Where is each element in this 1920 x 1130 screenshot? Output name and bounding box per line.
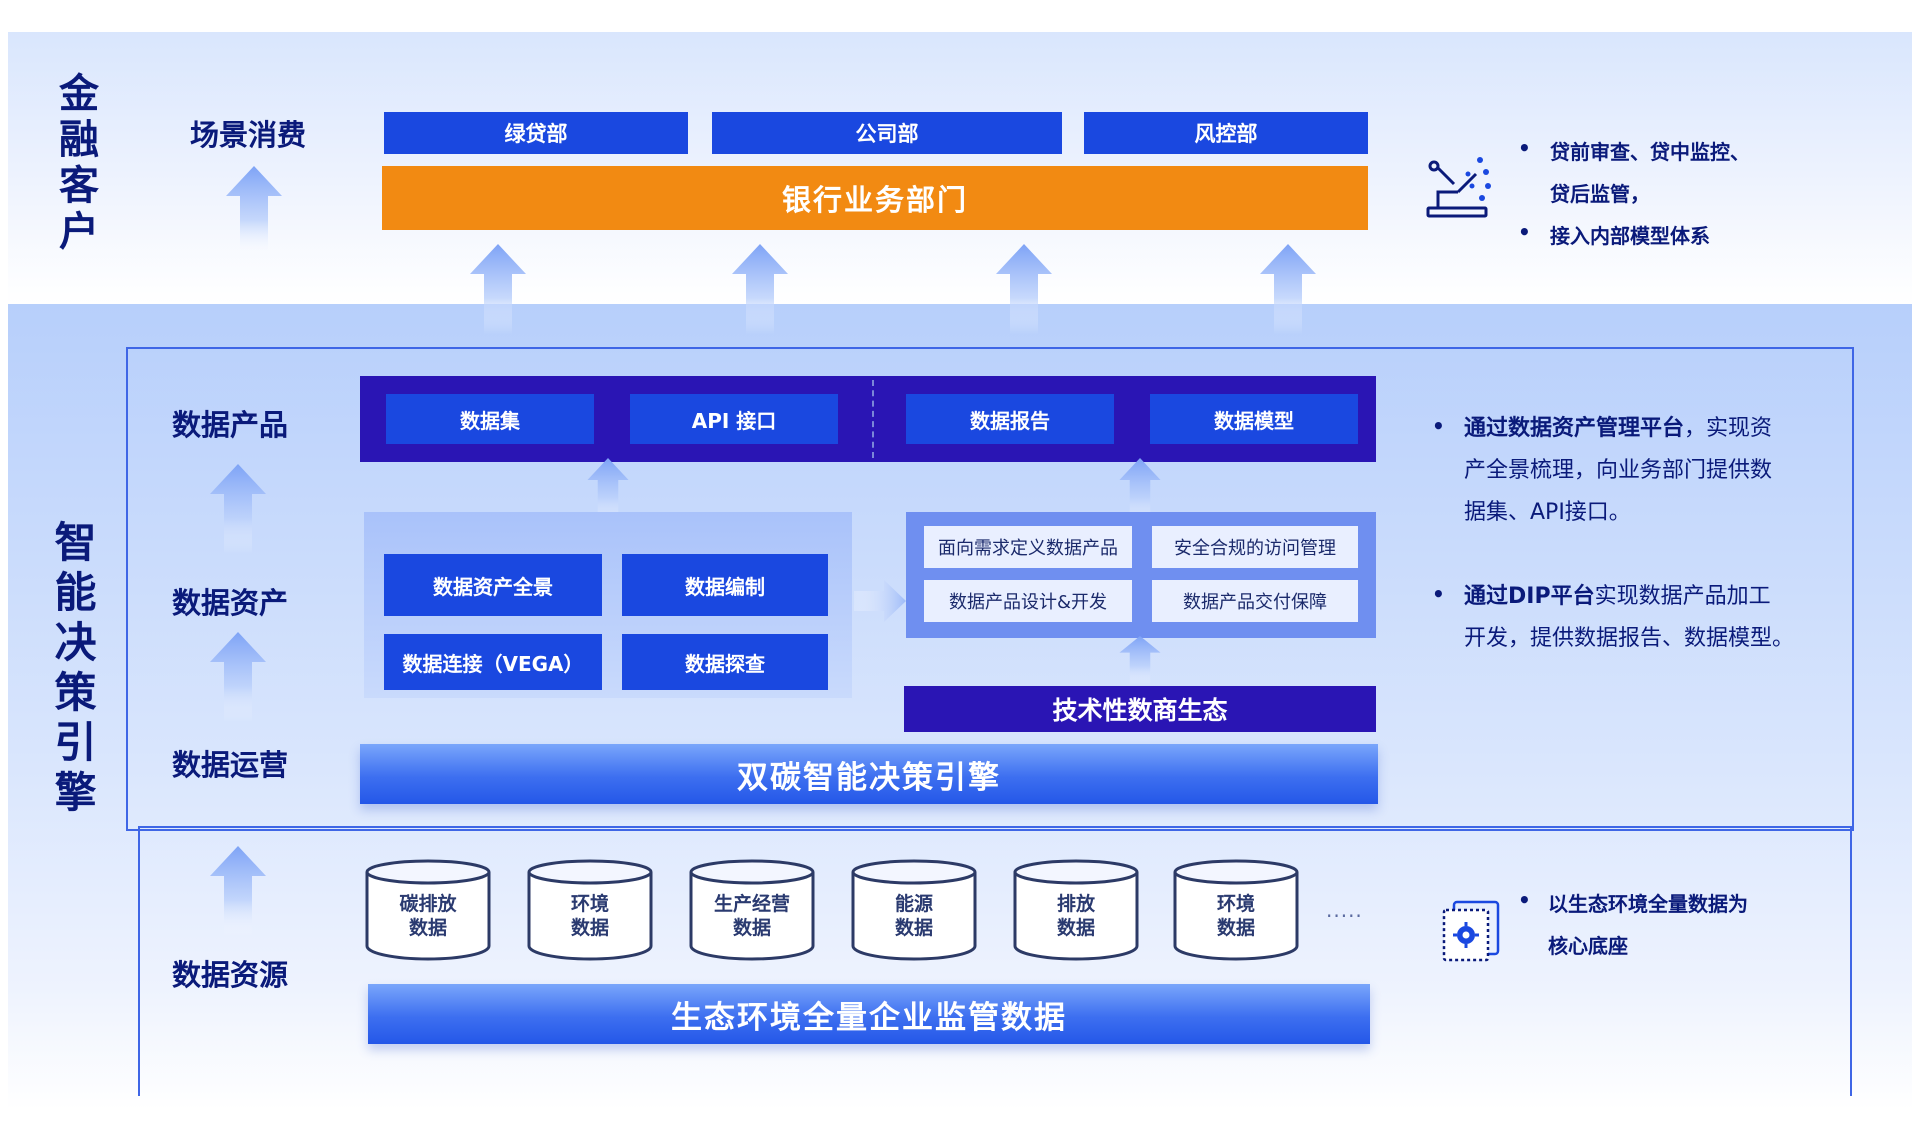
asset-design-dev[interactable]: 数据产品设计&开发: [924, 580, 1132, 622]
engine-frame: [126, 347, 1854, 831]
data-source-cylinder[interactable]: 生产经营数据: [688, 858, 816, 964]
right-arrow-icon: [854, 580, 906, 622]
data-source-cylinder[interactable]: 碳排放数据: [364, 858, 492, 964]
source-note-line-1: 以生态环境全量数据为: [1548, 892, 1748, 916]
up-arrow-icon: [994, 244, 1054, 334]
data-settings-icon: [1442, 900, 1500, 962]
layer-label-scene: 场景消费: [190, 118, 307, 152]
data-source-label: 环境数据: [1216, 893, 1255, 939]
sources-more-ellipsis: ·····: [1326, 904, 1363, 928]
source-frame: [138, 826, 1852, 1096]
top-note-line-1: 贷前审查、贷中监控、: [1550, 140, 1750, 164]
asset-connect-vega[interactable]: 数据连接（VEGA）: [384, 634, 602, 690]
product-api[interactable]: API 接口: [630, 394, 838, 444]
data-source-label: 环境数据: [570, 893, 609, 939]
layer-label-asset: 数据资产: [172, 586, 289, 620]
source-bar: 生态环境全量企业监管数据: [368, 984, 1370, 1044]
source-note-line-2: 核心底座: [1548, 934, 1628, 958]
product-report[interactable]: 数据报告: [906, 394, 1114, 444]
engine-note-2: 通过DIP平台实现数据产品加工 开发，提供数据报告、数据模型。: [1464, 584, 1795, 651]
data-source-label: 生产经营数据: [713, 893, 790, 939]
engine-bar: 双碳智能决策引擎: [360, 744, 1378, 804]
database-icon: [527, 859, 653, 961]
layer-label-source: 数据资源: [172, 958, 289, 992]
asset-delivery[interactable]: 数据产品交付保障: [1152, 580, 1358, 622]
data-source-label: 能源数据: [894, 893, 933, 939]
data-source-cylinder[interactable]: 能源数据: [850, 858, 978, 964]
product-divider: [872, 380, 874, 458]
up-arrow-icon: [468, 244, 528, 334]
top-note-line-2: 贷后监管，: [1550, 182, 1650, 206]
network-hub-icon: [1426, 157, 1491, 218]
database-icon: [689, 859, 815, 961]
layer-label-product: 数据产品: [172, 408, 289, 442]
up-arrow-icon: [1118, 636, 1162, 686]
database-icon: [1173, 859, 1299, 961]
department-corporate[interactable]: 公司部: [712, 112, 1062, 154]
database-icon: [1013, 859, 1139, 961]
up-arrow-icon: [1258, 244, 1318, 334]
data-source-cylinder[interactable]: 环境数据: [1172, 858, 1300, 964]
data-source-label: 碳排放数据: [399, 893, 457, 939]
department-risk-control[interactable]: 风控部: [1084, 112, 1368, 154]
bank-business-bar: 银行业务部门: [382, 166, 1368, 230]
data-source-cylinder[interactable]: 环境数据: [526, 858, 654, 964]
ecosystem-bar: 技术性数商生态: [904, 686, 1376, 732]
up-arrow-icon: [208, 846, 268, 936]
database-icon: [365, 859, 491, 961]
layer-label-operation: 数据运营: [172, 748, 289, 782]
data-source-cylinder[interactable]: 排放数据: [1012, 858, 1140, 964]
data-source-label: 排放数据: [1056, 893, 1095, 939]
database-icon: [851, 859, 977, 961]
up-arrow-icon: [730, 244, 790, 334]
department-green-loan[interactable]: 绿贷部: [384, 112, 688, 154]
side-title-decision-engine: 智能决策引擎: [48, 520, 97, 820]
product-model[interactable]: 数据模型: [1150, 394, 1358, 444]
asset-compile[interactable]: 数据编制: [622, 554, 828, 616]
asset-explore[interactable]: 数据探查: [622, 634, 828, 690]
side-title-finance-customer: 金融客户: [52, 72, 98, 256]
engine-note-1: 通过数据资产管理平台，实现资 产全景梳理，向业务部门提供数 据集、API接口。: [1464, 416, 1773, 525]
product-dataset[interactable]: 数据集: [386, 394, 594, 444]
asset-define-product[interactable]: 面向需求定义数据产品: [924, 526, 1132, 568]
top-note-line-3: 接入内部模型体系: [1550, 224, 1710, 248]
asset-access-mgmt[interactable]: 安全合规的访问管理: [1152, 526, 1358, 568]
up-arrow-icon: [208, 464, 268, 554]
up-arrow-icon: [208, 632, 268, 722]
asset-panorama[interactable]: 数据资产全景: [384, 554, 602, 616]
up-arrow-icon: [224, 166, 284, 256]
